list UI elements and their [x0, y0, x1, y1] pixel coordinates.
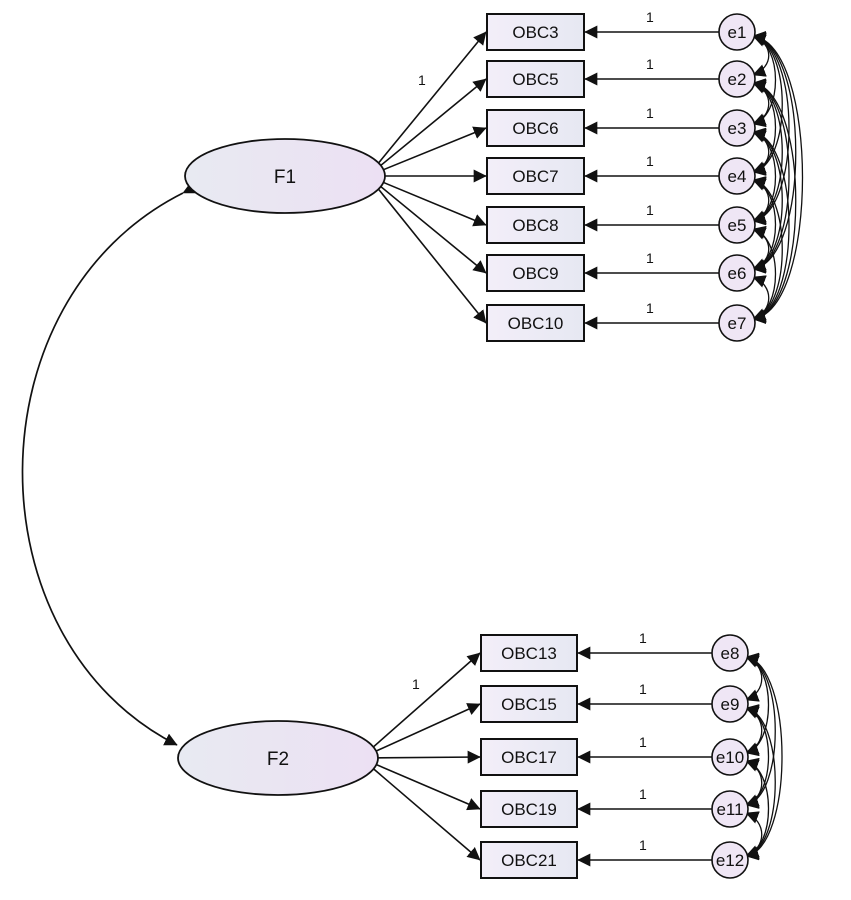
error-covariance-path: [752, 130, 770, 174]
observed-variable-box: [480, 685, 578, 723]
observed-variable-box: [486, 254, 585, 292]
observed-variable-box: [480, 634, 578, 672]
observed-variable-box: [480, 790, 578, 828]
observed-variable-box: [486, 13, 585, 51]
latent-ellipse: [184, 138, 386, 214]
latent-label: F1: [274, 167, 296, 188]
observed-variable-label: OBC10: [508, 314, 564, 333]
error-covariance-path: [752, 275, 770, 321]
error-term-label: e9: [721, 695, 740, 714]
error-covariance-path: [745, 706, 763, 755]
error-term-circle: [718, 13, 756, 51]
error-term-label: e12: [716, 851, 744, 870]
error-covariance-path: [745, 759, 763, 807]
observed-variable-box: [480, 841, 578, 879]
error-covariance-path: [745, 652, 783, 861]
error-term-label: e10: [716, 748, 744, 767]
error-path-label: 1: [646, 56, 654, 72]
error-term-circle: [711, 841, 749, 879]
loading-path: [374, 178, 487, 227]
loading-path: [374, 126, 487, 174]
loading-path: [374, 78, 487, 171]
factor-covariance-path: [21, 181, 197, 746]
error-term-label: e11: [716, 800, 743, 819]
error-path-label: 1: [646, 250, 654, 266]
loading-path: [374, 181, 487, 274]
error-term-circle: [718, 206, 756, 244]
error-term-label: e3: [728, 119, 747, 138]
error-term-circle: [711, 790, 749, 828]
error-covariance-path: [745, 704, 770, 809]
error-path-label: 1: [646, 300, 654, 316]
observed-variable-box: [486, 109, 585, 147]
latent-label: F2: [267, 749, 289, 770]
loading-path: [367, 703, 481, 756]
loading-path: [367, 750, 481, 764]
observed-variable-box: [486, 60, 585, 98]
latent-ellipse: [177, 720, 379, 796]
error-covariance-path: [745, 811, 763, 858]
error-covariance-path: [752, 31, 797, 274]
error-path-label: 1: [646, 9, 654, 25]
error-path-label: 1: [646, 202, 654, 218]
error-term-circle: [711, 685, 749, 723]
observed-variable-box: [480, 738, 578, 776]
error-term-circle: [718, 109, 756, 147]
observed-variable-box: [486, 206, 585, 244]
observed-variable-label: OBC3: [512, 23, 558, 42]
observed-variable-label: OBC5: [512, 70, 558, 89]
error-covariance-path: [752, 31, 804, 324]
error-term-label: e6: [728, 264, 747, 283]
error-path-label: 1: [639, 734, 647, 750]
error-term-label: e7: [728, 314, 747, 333]
error-covariance-path: [752, 78, 797, 324]
observed-variable-label: OBC9: [512, 264, 558, 283]
error-path-label: 1: [639, 786, 647, 802]
error-path-label: 1: [646, 153, 654, 169]
observed-variable-label: OBC15: [501, 695, 557, 714]
observed-variable-label: OBC6: [512, 119, 558, 138]
loading-path: [374, 31, 487, 168]
error-term-label: e8: [721, 644, 740, 663]
error-covariance-path: [745, 704, 776, 860]
error-term-label: e4: [728, 167, 747, 186]
observed-variable-label: OBC17: [501, 748, 557, 767]
error-term-circle: [711, 738, 749, 776]
observed-variable-box: [486, 157, 585, 195]
error-path-label: 1: [639, 630, 647, 646]
loading-path: [367, 763, 481, 861]
observed-variable-box: [486, 304, 585, 342]
error-path-label: 1: [639, 837, 647, 853]
loading-path: [367, 760, 481, 811]
loading-path: [367, 652, 481, 753]
error-term-label: e5: [728, 216, 747, 235]
observed-variable-label: OBC21: [501, 851, 557, 870]
error-covariance-path: [745, 653, 776, 809]
loading-label-f2: 1: [412, 676, 420, 692]
error-covariance-path: [752, 78, 790, 274]
error-term-circle: [718, 254, 756, 292]
error-term-circle: [718, 304, 756, 342]
observed-variable-label: OBC19: [501, 800, 557, 819]
observed-variable-label: OBC13: [501, 644, 557, 663]
error-term-circle: [718, 60, 756, 98]
error-covariance-path: [752, 31, 790, 226]
loading-path: [374, 184, 487, 324]
error-covariance-path: [745, 655, 763, 702]
error-path-label: 1: [646, 105, 654, 121]
observed-variable-label: OBC7: [512, 167, 558, 186]
loading-label-f1: 1: [418, 72, 426, 88]
error-term-label: e2: [728, 70, 747, 89]
error-term-circle: [718, 157, 756, 195]
error-covariance-path: [752, 127, 790, 324]
observed-variable-label: OBC8: [512, 216, 558, 235]
error-covariance-path: [752, 178, 770, 223]
error-term-circle: [711, 634, 749, 672]
error-term-label: e1: [728, 23, 747, 42]
paths-layer: 1 1 1 1 1 1 1 1 1 1 1 1 1 1: [21, 9, 804, 867]
error-path-label: 1: [639, 681, 647, 697]
